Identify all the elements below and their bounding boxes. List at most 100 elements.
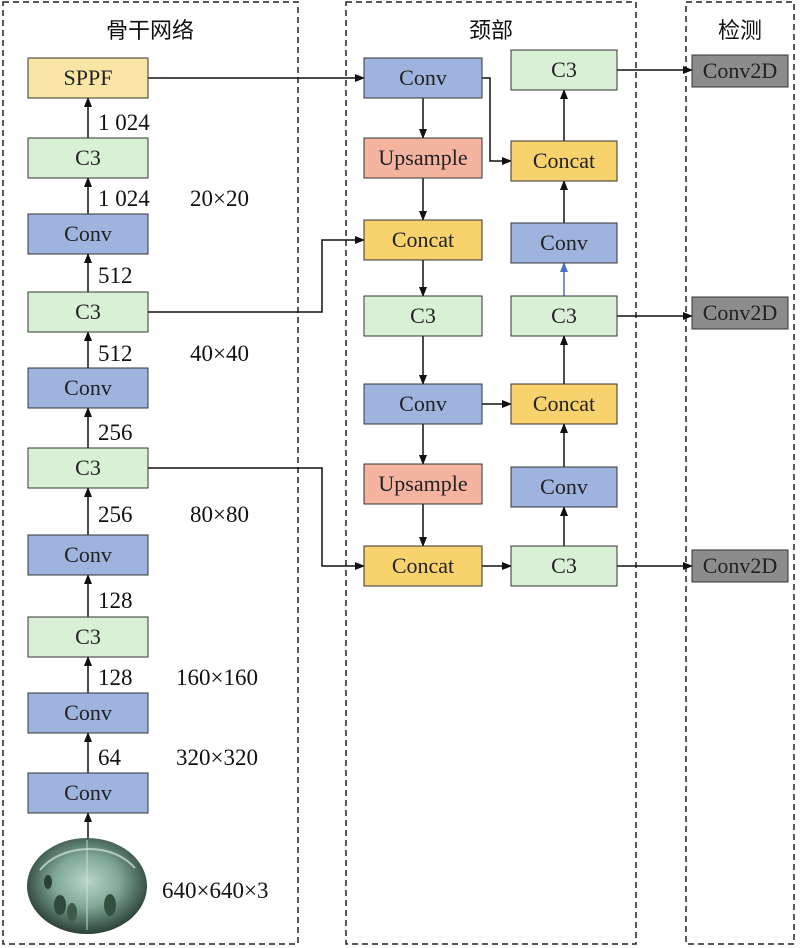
backbone-c3-4-label: C3	[75, 299, 101, 324]
channel-label-8: 128	[98, 665, 133, 690]
neck-left-upsample-2-box	[363, 137, 483, 179]
backbone-c3-2-box	[27, 137, 149, 179]
neck-right-c3-4-box	[510, 295, 618, 337]
neck-right-c3-7-label: C3	[551, 553, 577, 578]
channel-label-4: 512	[98, 341, 133, 366]
neck-right-concat-2: Concat	[510, 140, 618, 182]
neck-left-c3-4: C3	[363, 295, 483, 337]
neck-conv-to-concat-top-arrow	[482, 77, 512, 165]
neck-right-conv-3-label: Conv	[540, 230, 588, 255]
input-image	[27, 838, 147, 934]
neck-left-conv-1-label: Conv	[399, 65, 447, 90]
neck-right-conv-3: Conv	[510, 222, 618, 264]
neck-left-concat-7-box	[363, 545, 483, 587]
channel-label-3: 512	[98, 263, 133, 288]
neck-right-concat-5: Concat	[510, 383, 618, 425]
channel-label-2: 1 024	[98, 186, 150, 211]
neck-left-c3-4-box	[363, 295, 483, 337]
backbone-c3-8-box	[27, 616, 149, 658]
detect-conv2d-2: Conv2D	[691, 296, 789, 330]
backbone-c3-6-label: C3	[75, 455, 101, 480]
neck-right-c3-7: C3	[510, 545, 618, 587]
size-label-5: 320×320	[176, 745, 258, 770]
backbone-title: 骨干网络	[106, 19, 194, 44]
backbone-conv-5: Conv	[27, 367, 149, 409]
neck-left-conv-1: Conv	[363, 57, 483, 99]
backbone-conv-3: Conv	[27, 213, 149, 255]
neck-left-concat-7-label: Concat	[392, 553, 454, 578]
neck-title: 颈部	[469, 19, 513, 44]
detect-conv2d-2-label: Conv2D	[703, 300, 778, 325]
neck-left-concat-3-label: Concat	[392, 227, 454, 252]
detect-conv2d-1-label: Conv2D	[703, 58, 778, 83]
neck-right-c3-4: C3	[510, 295, 618, 337]
backbone-c3-4-box	[27, 291, 149, 333]
neck-left-concat-3: Concat	[363, 219, 483, 261]
backbone-frame	[2, 1, 299, 945]
channel-label-9: 64	[98, 745, 122, 770]
backbone-conv-9: Conv	[27, 692, 149, 734]
detect-conv2d-3-label: Conv2D	[703, 553, 778, 578]
neck-right-c3-7-box	[510, 545, 618, 587]
backbone-sppf-1-label: SPPF	[64, 65, 113, 90]
neck-right-conv-6: Conv	[510, 466, 618, 508]
input-size-label: 640×640×3	[162, 878, 268, 903]
c3-80-to-concat-arrow	[148, 467, 365, 570]
arrows-layer	[84, 66, 693, 846]
neck-right-c3-1-box	[510, 49, 618, 91]
neck-left-upsample-6-box	[363, 463, 483, 505]
backbone-conv-3-box	[27, 213, 149, 255]
size-label-3: 80×80	[190, 502, 249, 527]
neck-right-concat-5-label: Concat	[533, 391, 595, 416]
backbone-conv-5-label: Conv	[64, 375, 112, 400]
backbone-sppf-1: SPPF	[27, 57, 149, 99]
neck-right-conv-3-box	[510, 222, 618, 264]
neck-right-c3-1-label: C3	[551, 57, 577, 82]
neck-right-c3-4-label: C3	[551, 303, 577, 328]
backbone-c3-6-box	[27, 447, 149, 489]
neck-left-conv-5: Conv	[363, 383, 483, 425]
size-label-1: 20×20	[190, 186, 249, 211]
neck-left-conv-1-box	[363, 57, 483, 99]
detect-conv2d-1-box	[691, 54, 789, 88]
channel-label-5: 256	[98, 420, 133, 445]
backbone-c3-8: C3	[27, 616, 149, 658]
backbone-conv-9-box	[27, 692, 149, 734]
neck-left-concat-3-box	[363, 219, 483, 261]
detect-title: 检测	[718, 19, 762, 44]
neck-right-conv-6-box	[510, 466, 618, 508]
detect-conv2d-3-box	[691, 549, 789, 583]
backbone-conv-3-label: Conv	[64, 221, 112, 246]
backbone-conv-7-label: Conv	[64, 542, 112, 567]
backbone-conv-10-box	[27, 772, 149, 814]
channel-label-7: 128	[98, 588, 133, 613]
neck-left-upsample-2-label: Upsample	[378, 145, 467, 170]
backbone-c3-8-label: C3	[75, 624, 101, 649]
backbone-c3-6: C3	[27, 447, 149, 489]
neck-right-concat-2-box	[510, 140, 618, 182]
neck-left-upsample-6-label: Upsample	[378, 471, 467, 496]
backbone-conv-5-box	[27, 367, 149, 409]
channel-label-6: 256	[98, 502, 133, 527]
neck-right-concat-5-box	[510, 383, 618, 425]
neck-right-c3-1: C3	[510, 49, 618, 91]
size-label-4: 160×160	[176, 665, 258, 690]
detect-conv2d-1: Conv2D	[691, 54, 789, 88]
backbone-conv-10: Conv	[27, 772, 149, 814]
blocks-layer: SPPFC3ConvC3ConvC3ConvC3ConvConvConvUpsa…	[27, 49, 789, 814]
backbone-c3-2: C3	[27, 137, 149, 179]
detect-frame	[685, 1, 795, 945]
channel-label-1: 1 024	[98, 110, 150, 135]
backbone-conv-7: Conv	[27, 534, 149, 576]
detect-conv2d-2-box	[691, 296, 789, 330]
neck-left-conv-5-box	[363, 383, 483, 425]
neck-right-conv-6-label: Conv	[540, 474, 588, 499]
backbone-conv-9-label: Conv	[64, 700, 112, 725]
backbone-sppf-1-box	[27, 57, 149, 99]
neck-left-conv-5-label: Conv	[399, 391, 447, 416]
neck-left-upsample-2: Upsample	[363, 137, 483, 179]
detect-conv2d-3: Conv2D	[691, 549, 789, 583]
c3-40-to-concat-arrow	[148, 236, 365, 313]
backbone-conv-7-box	[27, 534, 149, 576]
